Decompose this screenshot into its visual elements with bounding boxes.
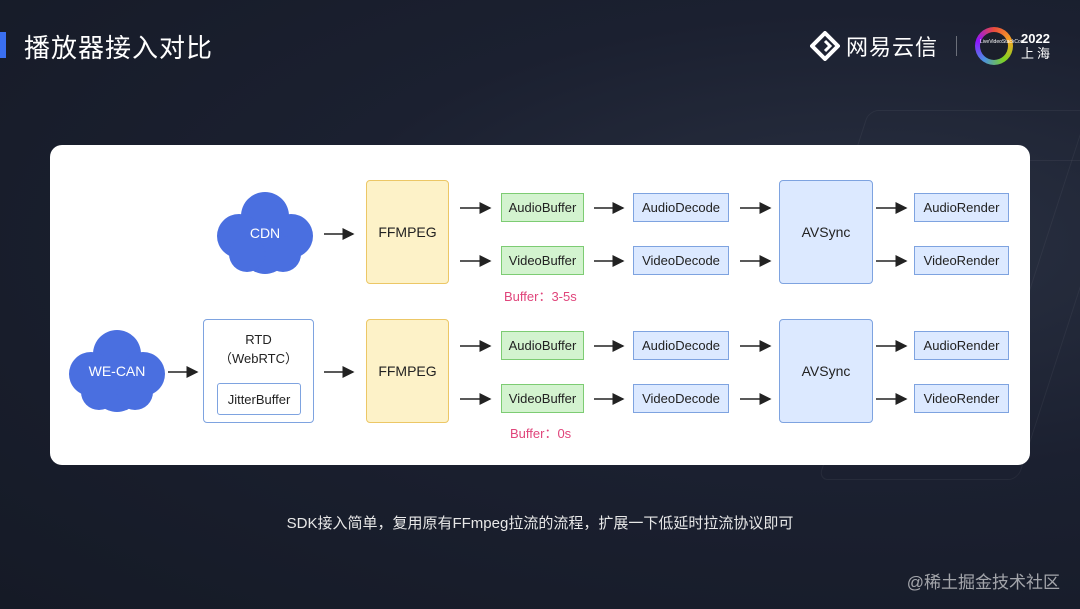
event-badge-icon: LiveVideoStackCon — [975, 27, 1024, 65]
video-render-box: VideoRender — [914, 384, 1009, 413]
ffmpeg-box: FFMPEG — [366, 180, 449, 284]
video-render-box: VideoRender — [914, 246, 1009, 275]
avsync-box: AVSync — [779, 180, 873, 284]
video-buffer-box: VideoBuffer — [501, 246, 584, 275]
audio-buffer-box: AudioBuffer — [501, 331, 584, 360]
cloud-label: WE-CAN — [88, 362, 146, 379]
buffer-latency-note: Buffer：3-5s — [504, 289, 577, 304]
video-decode-box: VideoDecode — [633, 384, 729, 413]
jitter-buffer-box: JitterBuffer — [217, 383, 301, 415]
audio-render-box: AudioRender — [914, 193, 1009, 222]
event-year: 2022 — [1021, 31, 1050, 46]
rtd-box: RTD （WebRTC） JitterBuffer — [203, 319, 314, 423]
event-info: 2022 上海 — [1021, 31, 1053, 61]
video-decode-box: VideoDecode — [633, 246, 729, 275]
brand-area: 网易云信 LiveVideoStackCon 2022 上海 — [810, 26, 1053, 66]
we-can-cloud: WE-CAN — [67, 328, 167, 413]
video-buffer-box: VideoBuffer — [501, 384, 584, 413]
avsync-box: AVSync — [779, 319, 873, 423]
diagram-panel: CDN FFMPEG AudioBuffer VideoBuffer Buffe… — [50, 145, 1030, 465]
watermark: @稀土掘金技术社区 — [906, 573, 1060, 592]
event-badge-text: LiveVideoStackCon — [980, 32, 1024, 60]
audio-render-box: AudioRender — [914, 331, 1009, 360]
slide-title: 播放器接入对比 — [24, 33, 214, 63]
audio-decode-box: AudioDecode — [633, 193, 729, 222]
event-city: 上海 — [1021, 46, 1054, 61]
brand-separator — [956, 36, 958, 56]
brand-name: 网易云信 — [846, 35, 939, 60]
slide-caption: SDK接入简单，复用原有FFmpeg拉流的流程，扩展一下低延时拉流协议即可 — [286, 515, 794, 532]
audio-decode-box: AudioDecode — [633, 331, 729, 360]
flow-arrows — [168, 202, 908, 405]
rtd-subtitle: （WebRTC） — [219, 351, 298, 366]
buffer-latency-note: Buffer：0s — [510, 426, 572, 441]
ffmpeg-box: FFMPEG — [366, 319, 449, 423]
audio-buffer-box: AudioBuffer — [501, 193, 584, 222]
title-accent-bar — [0, 32, 6, 58]
cloud-label: CDN — [249, 224, 281, 241]
cdn-cloud: CDN — [215, 190, 315, 275]
rtd-title: RTD — [245, 332, 272, 347]
netease-yunxin-logo-icon — [810, 31, 840, 61]
